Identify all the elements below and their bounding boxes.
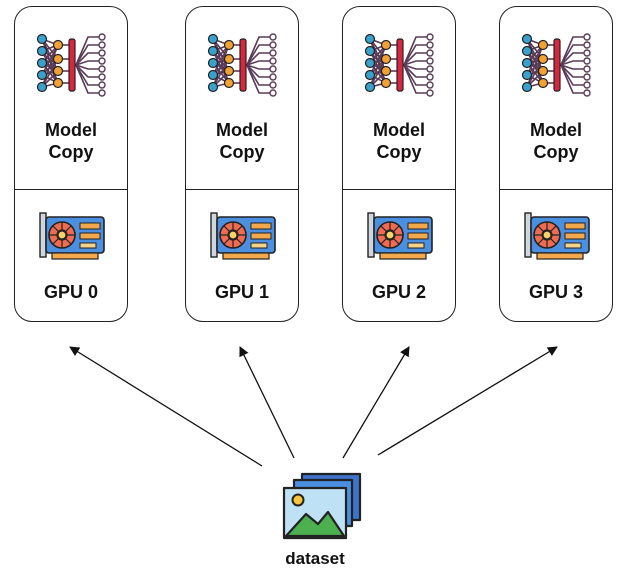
model-copy-label: Model Copy [500, 119, 612, 163]
neural-network-icon [36, 33, 106, 97]
model-label-line1: Model [216, 120, 268, 140]
neural-network-icon [521, 33, 591, 97]
arrow-to-gpu-1 [239, 346, 295, 459]
model-label-line1: Model [45, 120, 97, 140]
graphics-card-icon [39, 212, 105, 260]
image-stack-icon [282, 472, 362, 540]
card-divider [15, 189, 127, 190]
gpu-card-2: Model Copy GPU 2 [342, 6, 456, 322]
arrow-to-gpu-0 [69, 346, 263, 467]
neural-network-icon [207, 33, 277, 97]
gpu-card-0: Model Copy GPU 0 [14, 6, 128, 322]
graphics-card-icon [524, 212, 590, 260]
gpu-card-1: Model Copy GPU 1 [185, 6, 299, 322]
model-label-line2: Copy [48, 142, 94, 162]
gpu-label: GPU 3 [528, 282, 584, 302]
gpu-label: GPU 1 [214, 282, 270, 302]
model-copy-label: Model Copy [186, 119, 298, 163]
neural-network-icon [364, 33, 434, 97]
card-divider [186, 189, 298, 190]
arrow-to-gpu-2 [342, 346, 410, 459]
graphics-card-icon [367, 212, 433, 260]
model-copy-label: Model Copy [343, 119, 455, 163]
dataset-label: dataset [285, 549, 345, 568]
arrow-to-gpu-3 [377, 346, 558, 456]
card-divider [500, 189, 612, 190]
model-label-line1: Model [373, 120, 425, 140]
gpu-label: GPU 0 [43, 282, 99, 302]
model-copy-label: Model Copy [15, 119, 127, 163]
model-label-line2: Copy [219, 142, 265, 162]
model-label-line2: Copy [376, 142, 422, 162]
model-label-line1: Model [530, 120, 582, 140]
model-label-line2: Copy [533, 142, 579, 162]
gpu-card-3: Model Copy GPU 3 [499, 6, 613, 322]
card-divider [343, 189, 455, 190]
gpu-label: GPU 2 [371, 282, 427, 302]
graphics-card-icon [210, 212, 276, 260]
